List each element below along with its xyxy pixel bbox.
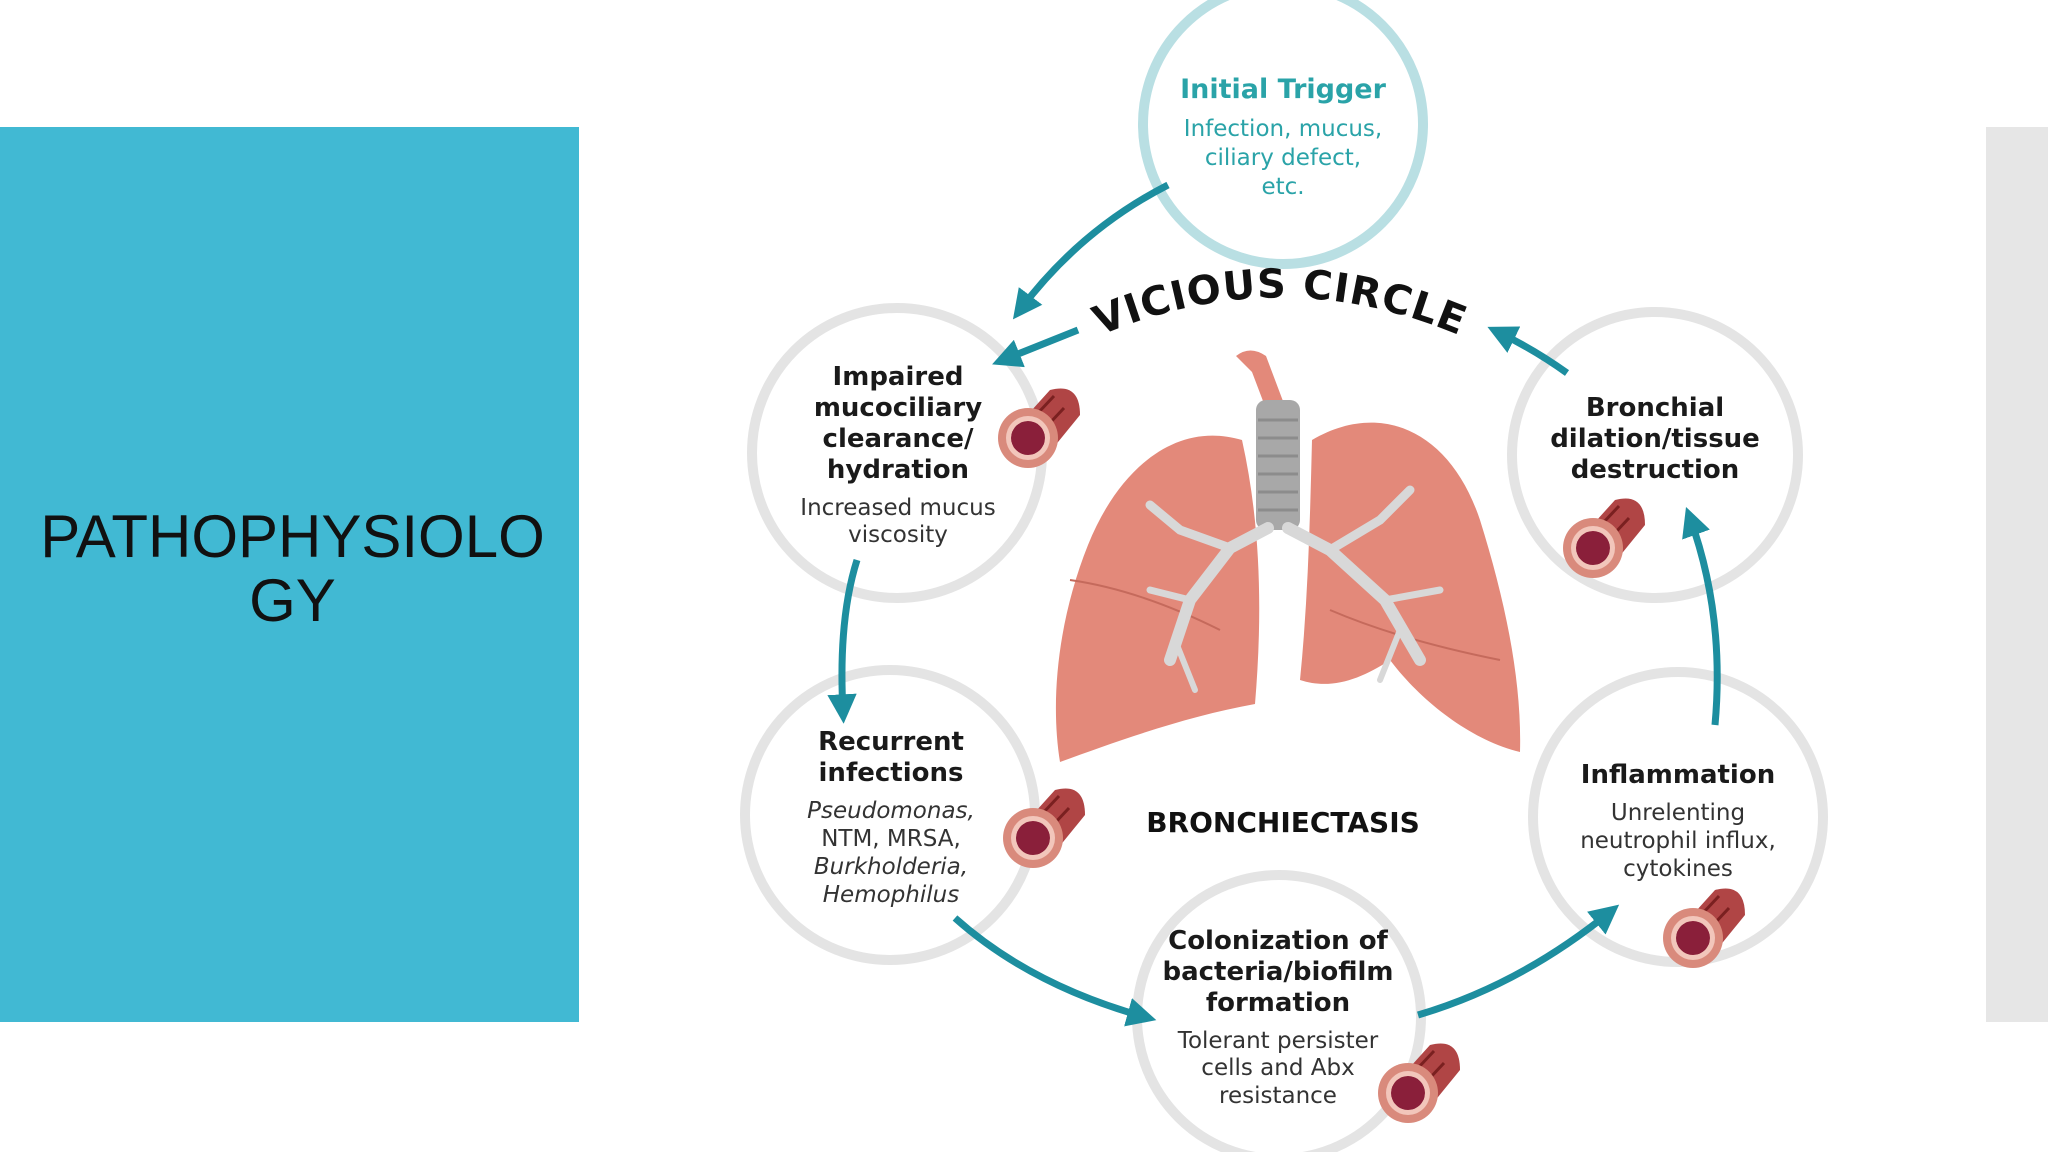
node-description: cytokines — [1623, 856, 1733, 882]
node-initial-trigger: Initial Trigger Infection, mucus, ciliar… — [1180, 74, 1387, 200]
arrow-colonization-to-inflammation — [1417, 904, 1620, 1019]
node-description: Unrelenting — [1611, 800, 1745, 826]
node-description: resistance — [1219, 1083, 1337, 1109]
arrow-trigger-to-cycle — [1012, 181, 1170, 320]
node-description: Infection, mucus, — [1184, 116, 1382, 142]
arrow-inflammation-to-dilation — [1682, 506, 1721, 726]
node-heading: Colonization of — [1168, 926, 1388, 956]
node-heading: Inflammation — [1581, 760, 1775, 790]
node-heading: formation — [1206, 988, 1350, 1018]
node-heading: clearance/ — [823, 424, 974, 454]
node-inflammation: Inflammation Unrelenting neutrophil infl… — [1580, 760, 1776, 882]
node-heading: destruction — [1571, 455, 1740, 485]
node-heading: bacteria/biofilm — [1162, 957, 1393, 987]
vicious-circle-label: VICIOUS CIRCLE — [1087, 261, 1474, 344]
lungs-illustration — [1055, 350, 1521, 762]
node-colonization: Colonization of bacteria/biofilm formati… — [1162, 926, 1393, 1109]
node-description: cells and Abx — [1201, 1055, 1354, 1081]
slide-title-line-1: PATHOPHYSIOLO — [40, 503, 545, 570]
slide-title: PATHOPHYSIOLO GY — [20, 505, 565, 633]
node-heading: mucociliary — [814, 393, 982, 423]
node-description: ciliary defect, — [1205, 145, 1361, 171]
node-bronchial-dilation: Bronchial dilation/tissue destruction — [1550, 393, 1760, 485]
center-label: BRONCHIECTASIS — [1146, 806, 1420, 839]
node-description: Tolerant persister — [1177, 1028, 1379, 1054]
node-recurrent-infections: Recurrent infections Pseudomonas, NTM, M… — [807, 727, 975, 908]
title-panel — [0, 127, 579, 1022]
node-description: Hemophilus — [823, 882, 959, 908]
node-heading: Impaired — [833, 362, 964, 392]
arrow-dilation-to-cycle — [1487, 326, 1570, 376]
node-heading: dilation/tissue — [1550, 424, 1760, 454]
node-heading: infections — [819, 758, 964, 788]
node-description: etc. — [1261, 174, 1304, 200]
node-description: viscosity — [848, 522, 948, 548]
node-heading: Initial Trigger — [1180, 74, 1387, 105]
node-heading: Recurrent — [818, 727, 964, 757]
arrow-impaired-to-infections — [827, 558, 861, 724]
node-description: neutrophil influx, — [1580, 828, 1776, 854]
slide-title-line-2: GY — [249, 567, 336, 634]
node-description: Burkholderia, — [814, 854, 968, 880]
arrow-infections-to-colonization — [952, 915, 1157, 1027]
node-heading: Bronchial — [1586, 393, 1724, 423]
right-edge-bar — [1986, 127, 2048, 1022]
node-impaired-clearance: Impaired mucociliary clearance/ hydratio… — [800, 362, 995, 548]
node-heading: hydration — [827, 455, 969, 485]
node-description: Pseudomonas, — [807, 798, 975, 824]
node-description: Increased mucus — [800, 495, 995, 521]
arrow-into-impaired-clearance — [992, 326, 1080, 368]
node-circle-initial-trigger — [1138, 0, 1428, 269]
node-description: NTM, MRSA, — [821, 826, 961, 852]
